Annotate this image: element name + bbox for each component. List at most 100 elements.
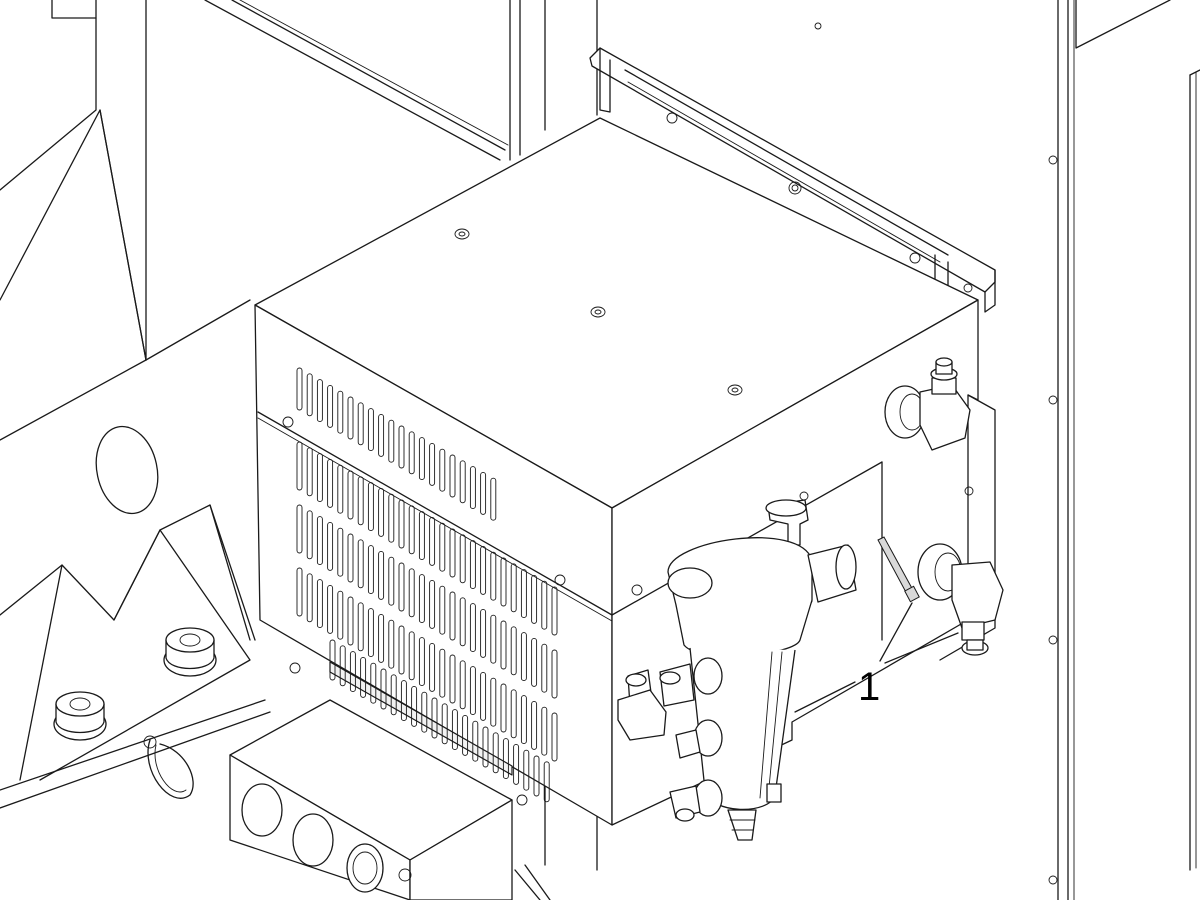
hex-nuts [53, 627, 217, 741]
vent-slot [490, 551, 497, 601]
vent-slot [520, 569, 527, 619]
vent-slot [502, 738, 509, 780]
vent-slot [411, 685, 418, 727]
vent-slot [480, 545, 487, 595]
vent-slot [462, 714, 469, 756]
vent-slot [347, 396, 354, 440]
vent-slot [531, 637, 538, 687]
vent-slot [316, 579, 323, 629]
vent-slot [533, 755, 540, 797]
callout-leaders [794, 602, 959, 713]
vent-slot [459, 660, 466, 710]
cable-gland-opening [241, 783, 283, 837]
vent-slot [480, 671, 487, 721]
vent-slot [531, 700, 538, 750]
vent-slot [513, 743, 520, 785]
vent-slot [367, 545, 374, 595]
face-screws [282, 416, 974, 806]
vent-slot [490, 477, 497, 521]
vent-slot [296, 567, 303, 617]
vent-slot [543, 761, 550, 803]
vent-slot [500, 683, 507, 733]
filter-assembly [617, 499, 857, 841]
vent-slot [421, 691, 428, 733]
vent-slot [449, 454, 456, 498]
vent-slot [296, 441, 303, 491]
vent-slot [408, 568, 415, 618]
vent-slot [439, 648, 446, 698]
filter-fittings [617, 657, 723, 822]
vent-slot [500, 620, 507, 670]
vent-slot [367, 608, 374, 658]
vent-slot [337, 527, 344, 577]
vent-slot [541, 706, 548, 756]
vent-slot [327, 384, 334, 428]
vent-slot [398, 499, 405, 549]
vent-slot [337, 390, 344, 434]
vent-slot [492, 732, 499, 774]
vent-slot [367, 408, 374, 452]
vent-slot [418, 437, 425, 481]
vent-slot [306, 373, 313, 417]
vent-slot [449, 528, 456, 578]
vent-slot [306, 510, 313, 560]
vent-slot [480, 608, 487, 658]
lower-left-structure [0, 504, 271, 809]
vent-slot [316, 379, 323, 423]
vent-slot [398, 562, 405, 612]
vent-slot [551, 712, 558, 762]
vent-slot [431, 697, 438, 739]
vent-slot [439, 585, 446, 635]
vent-slot [510, 626, 517, 676]
vent-slot [459, 460, 466, 504]
vent-slot [337, 464, 344, 514]
vent-slot [306, 447, 313, 497]
vent-slot [378, 413, 385, 457]
vent-slot [316, 453, 323, 503]
vent-slot [357, 602, 364, 652]
vent-slot [490, 677, 497, 727]
vent-slot [510, 563, 517, 613]
vent-slot [378, 487, 385, 537]
vent-slot [449, 654, 456, 704]
vent-slot [378, 613, 385, 663]
vent-slot [388, 619, 395, 669]
vent-slot [388, 419, 395, 463]
vent-slot [520, 632, 527, 682]
ring-clamp [147, 739, 194, 799]
vent-slot [347, 470, 354, 520]
vent-slot [429, 642, 436, 692]
vent-slot [398, 625, 405, 675]
vent-slot [347, 596, 354, 646]
vent-slot [418, 637, 425, 687]
vent-slot [451, 709, 458, 751]
vent-slot [441, 703, 448, 745]
vent-slot [296, 367, 303, 411]
vent-slot [472, 720, 479, 762]
vent-slot [367, 482, 374, 532]
vent-slot [398, 425, 405, 469]
vent-slot [357, 539, 364, 589]
cable-gland-opening [292, 813, 334, 867]
top-screws [454, 228, 743, 396]
vent-slot [469, 540, 476, 590]
vent-slot [500, 557, 507, 607]
vent-slot [400, 680, 407, 722]
vent-slot [429, 579, 436, 629]
vent-slot [439, 522, 446, 572]
vent-slot [327, 584, 334, 634]
vent-slot [469, 466, 476, 510]
vent-slot [390, 674, 397, 716]
vent-slot [347, 533, 354, 583]
vent-slot [541, 580, 548, 630]
vent-slot [551, 649, 558, 699]
vent-slot [329, 639, 336, 681]
vent-slot [316, 516, 323, 566]
vent-slot [357, 476, 364, 526]
vent-slot [337, 590, 344, 640]
vent-slot [449, 591, 456, 641]
vent-slot [490, 614, 497, 664]
valve-fittings [877, 357, 1004, 656]
vent-slot [429, 516, 436, 566]
